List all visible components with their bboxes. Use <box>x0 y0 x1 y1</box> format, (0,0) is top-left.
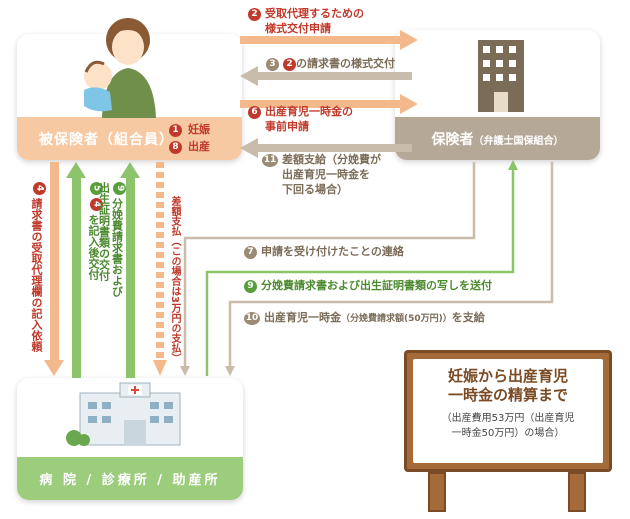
step-number: 6 <box>248 105 261 119</box>
step-5-label: 54を記入後交付 <box>87 182 103 280</box>
step-number: 11 <box>262 153 278 167</box>
step-9-insured-label: 9分娩費請求書および出生証明書類の交付 <box>97 182 126 297</box>
step-number: 2 <box>248 7 261 21</box>
step-number: 1 <box>169 123 182 137</box>
arrow-10-to-hospital <box>225 162 554 376</box>
arrow-4-to-hospital <box>44 162 64 376</box>
step-number: 9 <box>113 182 126 195</box>
hospital-name: 病 院 / 診療所 / 助産所 <box>39 473 221 488</box>
hospital-label-bar: 病 院 / 診療所 / 助産所 <box>17 457 243 500</box>
diff-payment-label: 差額支払（この場合は3万円の支払） <box>169 196 180 363</box>
arrow-11-to-insured <box>240 138 412 158</box>
insurer-label-bar: 保険者（弁護士国保組合） <box>395 117 600 160</box>
arrow-9-to-insured <box>120 162 140 378</box>
mother-and-baby-illustration <box>84 18 156 118</box>
step-ref-number: 2 <box>283 57 296 71</box>
arrow-diff-payment-to-hospital <box>153 162 167 376</box>
step-number: 8 <box>169 140 182 154</box>
step-number: 9 <box>244 279 257 293</box>
summary-sign-panel: 妊娠から出産育児 一時金の精算まで （出産費用53万円（出産育児 一時金50万円… <box>413 359 603 463</box>
summary-sign-title: 妊娠から出産育児 一時金の精算まで <box>447 367 568 404</box>
step-ref-number: 4 <box>89 198 103 211</box>
sign-post-right <box>568 472 586 512</box>
step-number: 5 <box>89 182 103 195</box>
insurer-name-main: 保険者 <box>431 132 474 148</box>
summary-sign-note: （出産費用53万円（出産育児 一時金50万円）の場合） <box>441 413 575 439</box>
insurer-building-illustration <box>478 40 524 112</box>
summary-sign: 妊娠から出産育児 一時金の精算まで （出産費用53万円（出産育児 一時金50万円… <box>404 350 612 472</box>
insurer-name-sub: （弁護士国保組合） <box>473 136 564 147</box>
insured-label-bar: 被保険者（組合員） <box>17 117 242 160</box>
arrow-2-to-insurer <box>240 30 418 50</box>
arrow-6-to-insurer <box>240 94 418 114</box>
insured-name: 被保険者（組合員） <box>39 132 174 148</box>
insurer-name: 保険者（弁護士国保組合） <box>395 129 600 149</box>
step-number: 4 <box>32 182 46 195</box>
step-number: 3 <box>266 57 279 71</box>
step-number: 10 <box>244 311 260 325</box>
hospital-illustration <box>66 382 181 446</box>
arrow-7-to-hospital <box>180 162 476 376</box>
sign-post-left <box>428 472 446 512</box>
arrow-3-to-insured <box>240 66 412 86</box>
step-number: 7 <box>244 245 257 259</box>
step-4-label: 4請求書の受取代理欄の記入依頼 <box>30 182 46 352</box>
arrow-9-to-insurer <box>205 160 518 376</box>
arrow-5-to-insured <box>66 162 86 378</box>
